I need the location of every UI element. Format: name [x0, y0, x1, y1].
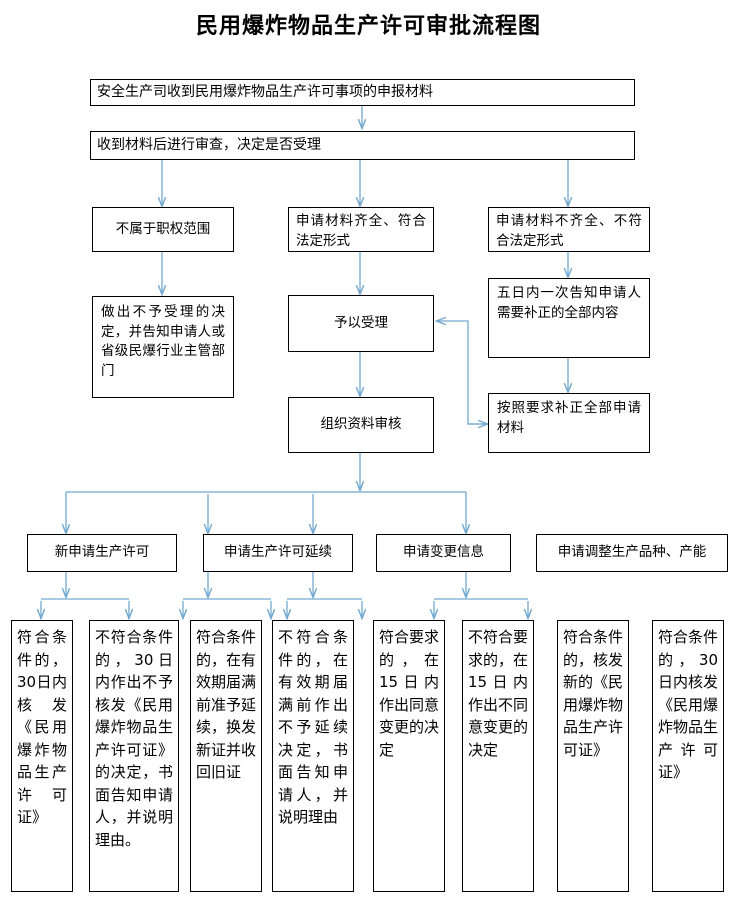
outcome-box-3[interactable]: 不符合条件的，在有效期届满前作出不予延续决定，书面告知申请人，并说明理由 — [272, 620, 354, 892]
outcome-box-1[interactable]: 不符合条件的，30日内作出不予核发《民用爆炸物品生产许可证》的决定，书面告知申请… — [89, 620, 179, 892]
outcome-box-6[interactable]: 符合条件的，核发新的《民用爆炸物品生产许可证》 — [557, 620, 629, 892]
branch-change-info[interactable]: 申请变更信息 — [376, 534, 511, 572]
page-title: 民用爆炸物品生产许可审批流程图 — [195, 13, 541, 39]
node-materials-complete-label: 申请材料齐全、符合法定形式 — [296, 213, 426, 249]
outcome-box-2[interactable]: 符合条件的，在有效期届满前准予延续，换发新证并收回旧证 — [190, 620, 262, 892]
node-organize-review[interactable]: 组织资料审核 — [288, 397, 434, 453]
node-accept[interactable]: 予以受理 — [288, 295, 434, 352]
node-out-of-scope-label: 不属于职权范围 — [115, 220, 211, 237]
node-submit-corrections-label: 按照要求补正全部申请材料 — [497, 400, 641, 436]
outcome-box-0[interactable]: 符合条件的，30日内核发《民用爆炸物品生产许可证》 — [11, 620, 73, 892]
outcome-label-0: 符合条件的，30日内核发《民用爆炸物品生产许可证》 — [17, 628, 67, 826]
outcome-label-4: 符合要求的，在15日内作出同意变更的决定 — [379, 628, 440, 759]
outcome-label-5: 不符合要求的，在15日内作出不同意变更的决定 — [468, 628, 529, 759]
branch-label-0: 新申请生产许可 — [54, 544, 150, 561]
outcome-box-4[interactable]: 符合要求的，在15日内作出同意变更的决定 — [373, 620, 445, 892]
node-out-of-scope[interactable]: 不属于职权范围 — [92, 207, 234, 252]
outcome-box-7[interactable]: 符合条件的，30日内核发《民用爆炸物品生产许可证》 — [652, 620, 724, 892]
node-refuse-accept[interactable]: 做出不予受理的决定，并告知申请人或省级民爆行业主管部门 — [92, 296, 234, 398]
branch-label-2: 申请变更信息 — [403, 544, 484, 561]
node-submit-corrections[interactable]: 按照要求补正全部申请材料 — [488, 393, 650, 453]
node-organize-review-label: 组织资料审核 — [320, 416, 402, 433]
branch-label-3: 申请调整生产品种、产能 — [557, 544, 707, 561]
outcome-label-6: 符合条件的，核发新的《民用爆炸物品生产许可证》 — [563, 628, 624, 759]
node-review-label: 收到材料后进行审查，决定是否受理 — [97, 137, 321, 154]
node-notify-corrections[interactable]: 五日内一次告知申请人需要补正的全部内容 — [488, 278, 650, 358]
node-materials-incomplete-label: 申请材料不齐全、不符合法定形式 — [496, 213, 642, 249]
branch-adjust-capacity[interactable]: 申请调整生产品种、产能 — [536, 534, 728, 572]
outcome-label-7: 符合条件的，30日内核发《民用爆炸物品生产许可证》 — [658, 628, 719, 781]
node-intake[interactable]: 安全生产司收到民用爆炸物品生产许可事项的申报材料 — [90, 79, 635, 106]
outcome-label-1: 不符合条件的，30日内作出不予核发《民用爆炸物品生产许可证》的决定，书面告知申请… — [95, 628, 173, 849]
node-review[interactable]: 收到材料后进行审查，决定是否受理 — [90, 131, 635, 160]
node-intake-label: 安全生产司收到民用爆炸物品生产许可事项的申报材料 — [97, 84, 433, 101]
node-notify-corrections-label: 五日内一次告知申请人需要补正的全部内容 — [497, 285, 641, 321]
node-refuse-accept-label: 做出不予受理的决定，并告知申请人或省级民爆行业主管部门 — [101, 304, 225, 379]
branch-renewal[interactable]: 申请生产许可延续 — [203, 534, 353, 572]
node-materials-incomplete[interactable]: 申请材料不齐全、不符合法定形式 — [488, 207, 650, 252]
branch-label-1: 申请生产许可延续 — [224, 544, 332, 561]
outcome-label-2: 符合条件的，在有效期届满前准予延续，换发新证并收回旧证 — [196, 628, 257, 781]
outcome-box-5[interactable]: 不符合要求的，在15日内作出不同意变更的决定 — [462, 620, 534, 892]
branch-new-application[interactable]: 新申请生产许可 — [27, 534, 177, 572]
outcome-label-3: 不符合条件的，在有效期届满前作出不予延续决定，书面告知申请人，并说明理由 — [278, 628, 348, 826]
node-accept-label: 予以受理 — [334, 314, 388, 331]
node-materials-complete[interactable]: 申请材料齐全、符合法定形式 — [288, 207, 434, 252]
